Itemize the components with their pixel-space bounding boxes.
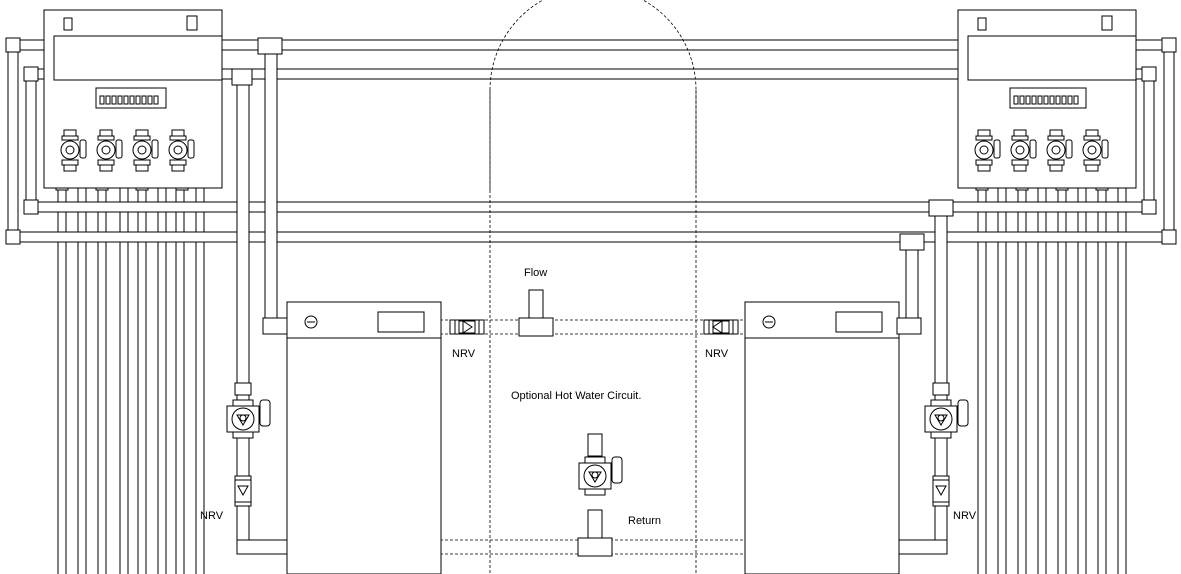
left-manifold (43, 9, 223, 189)
right-boiler (744, 301, 900, 574)
return-label: Return (628, 515, 661, 527)
optional-circuit-label: Optional Hot Water Circuit. (511, 390, 641, 402)
flow-label: Flow (524, 267, 547, 279)
left-boiler (286, 301, 442, 574)
header-pipes (5, 37, 1177, 245)
connection-pipes (226, 37, 969, 555)
nrv-label-bottom-right: NRV (953, 510, 977, 522)
nrv-label-top-left: NRV (452, 348, 476, 360)
right-manifold (957, 9, 1137, 189)
nrv-label-top-right: NRV (705, 348, 729, 360)
hot-water-cylinder (440, 0, 744, 574)
nrv-label-bottom-left: NRV (200, 510, 224, 522)
